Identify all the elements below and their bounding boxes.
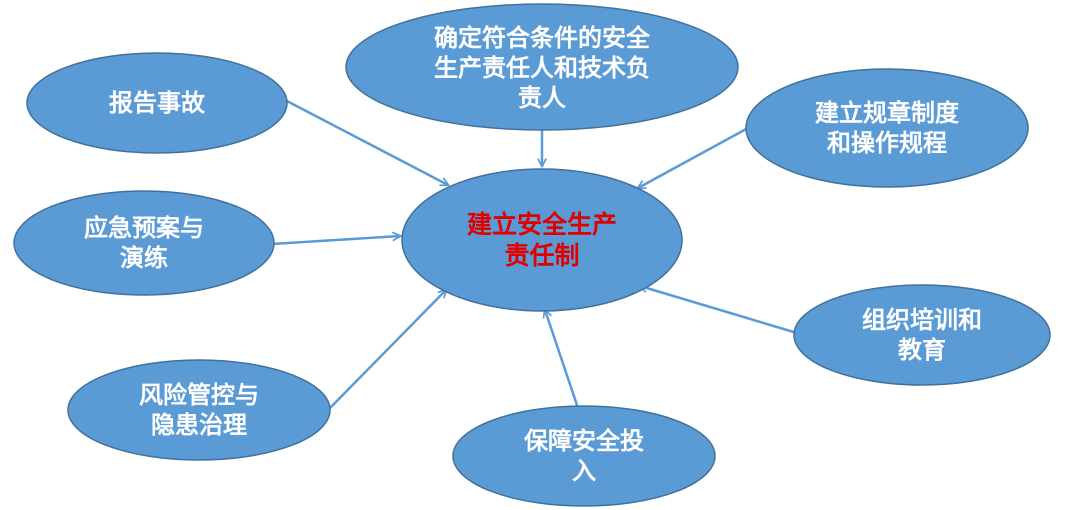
arrow-rules-to-center (638, 126, 749, 188)
arrow-report-to-center (284, 98, 448, 185)
center-node (401, 168, 683, 312)
arrow-emergency-to-center (271, 236, 400, 246)
arrow-risk-to-center (329, 290, 446, 409)
node-report (26, 52, 288, 154)
node-emergency (13, 190, 275, 296)
node-responsible (345, 3, 739, 131)
node-training (793, 284, 1051, 386)
node-rules (745, 68, 1029, 188)
arrow-training-to-center (640, 286, 798, 335)
node-risk (67, 359, 331, 461)
node-investment (452, 405, 716, 507)
arrow-investment-to-center (545, 310, 584, 421)
